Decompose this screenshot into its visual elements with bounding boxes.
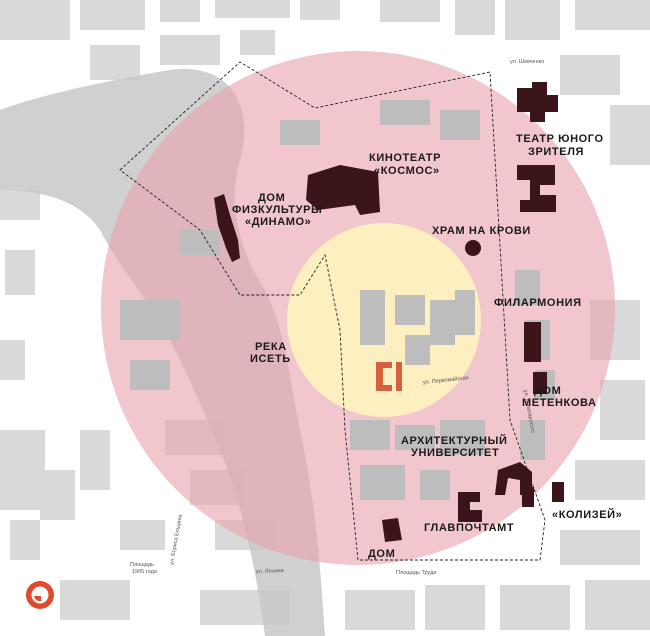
label-post: ГЛАВПОЧТАМТ: [424, 522, 514, 534]
label-university-1: АРХИТЕКТУРНЫЙ: [401, 434, 507, 447]
label-church-1: ХРАМ НА КРОВИ: [432, 225, 531, 237]
label-river-2: ИСЕТЬ: [250, 353, 291, 365]
label-colosseum-1: «КОЛИЗЕЙ»: [552, 508, 622, 521]
kosmos-building: [306, 165, 380, 215]
label-dinamo-1: ДОМ: [258, 192, 285, 204]
label-river-1: РЕКА: [255, 341, 287, 353]
project-block-2: [396, 362, 402, 391]
label-university-2: УНИВЕРСИТЕТ: [411, 447, 499, 459]
label-metenkov-1: ДОМ: [534, 385, 561, 397]
label-university: АРХИТЕКТУРНЫЙ УНИВЕРСИТЕТ: [401, 434, 511, 459]
block-near-colosseum: [522, 487, 534, 507]
dom-building: [382, 518, 402, 542]
label-theatre: ТЕАТР ЮНОГО ЗРИТЕЛЯ: [516, 133, 607, 158]
label-philharmonic-1: ФИЛАРМОНИЯ: [494, 297, 582, 309]
street-yeltsin: ул. Бориса Ельцина: [169, 513, 184, 565]
street-shevchenko: ул. Шевченко: [510, 59, 544, 65]
label-colosseum: «КОЛИЗЕЙ»: [552, 508, 622, 521]
street-1905-line2: 1905 года: [132, 569, 158, 575]
church-building: [465, 240, 481, 256]
label-metenkov: ДОМ МЕТЕНКОВА: [522, 385, 597, 409]
label-kosmos-1: КИНОТЕАТР: [369, 152, 441, 164]
label-dinamo-3: «ДИНАМО»: [245, 216, 311, 228]
label-theatre-1: ТЕАТР ЮНОГО: [516, 133, 604, 145]
label-dom-1: ДОМ: [368, 548, 395, 560]
block-near-theatre: [517, 165, 556, 212]
label-post-1: ГЛАВПОЧТАМТ: [424, 522, 514, 534]
philharmonic-building: [524, 322, 541, 362]
post-building: [458, 492, 482, 522]
label-philharmonic: ФИЛАРМОНИЯ: [494, 297, 582, 309]
university-building: [495, 462, 532, 495]
label-church: ХРАМ НА КРОВИ: [432, 225, 531, 237]
dinamo-building: [214, 194, 240, 262]
location-marker-icon: [26, 581, 54, 609]
label-dinamo: ДОМ ФИЗКУЛЬТУРЫ «ДИНАМО»: [232, 192, 326, 228]
street-1905-line1: Площадь: [130, 562, 154, 568]
label-theatre-2: ЗРИТЕЛЯ: [528, 146, 584, 158]
colosseum-building: [552, 482, 564, 502]
project-site: [376, 362, 402, 391]
street-truda: Площадь Труда: [396, 570, 437, 576]
label-dinamo-2: ФИЗКУЛЬТУРЫ: [232, 204, 322, 216]
street-lenina: ул. Ленина: [256, 568, 285, 575]
label-metenkov-2: МЕТЕНКОВА: [522, 397, 597, 409]
street-pervomayskaya: ул. Первомайская: [422, 374, 469, 386]
label-kosmos: КИНОТЕАТР «КОСМОС»: [369, 152, 445, 177]
label-kosmos-2: «КОСМОС»: [374, 165, 440, 177]
project-block-1: [376, 362, 392, 391]
label-dom: ДОМ: [368, 548, 395, 560]
theatre-building: [517, 82, 558, 122]
label-river: РЕКА ИСЕТЬ: [250, 341, 291, 365]
metenkov-building: [533, 372, 547, 394]
landmark-buildings: [214, 82, 564, 542]
